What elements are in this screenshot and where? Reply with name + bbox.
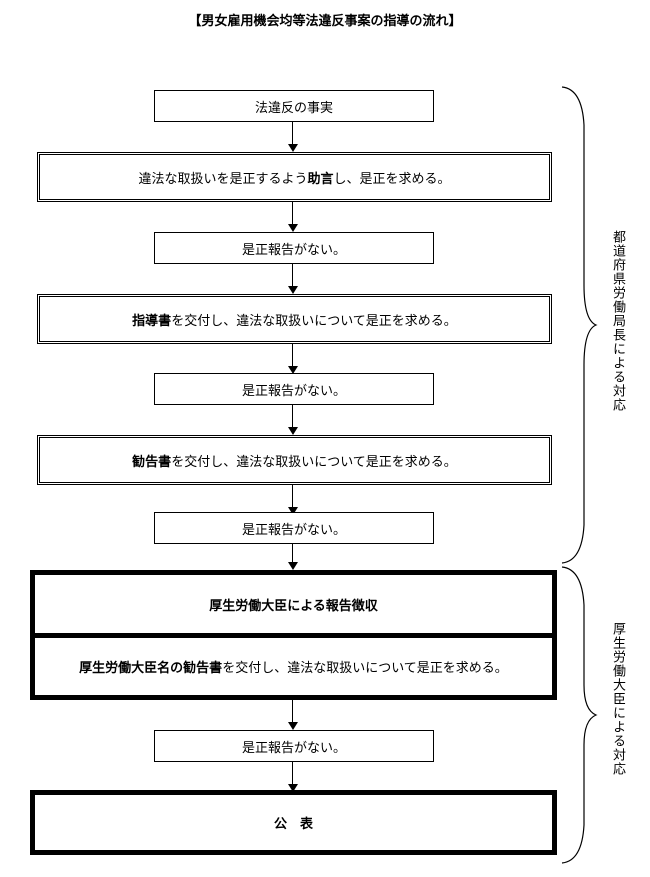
step-advice-label: 違法な取扱いを是正するよう助言し、是正を求める。: [138, 168, 450, 187]
side-label-minister: 厚生労働大臣による対応: [610, 622, 625, 776]
connector-line: [292, 544, 293, 562]
step-no-report-1: 是正報告がない。: [154, 232, 434, 264]
arrow-down: [288, 722, 298, 730]
arrow-down: [288, 562, 298, 570]
connector-line: [292, 264, 293, 286]
step-minister-recommendation: 厚生労働大臣名の勧告書を交付し、違法な取扱いについて是正を求める。: [30, 633, 557, 700]
connector-line: [292, 202, 293, 224]
connector-line: [292, 122, 293, 144]
step-minister-report-collection: 厚生労働大臣による報告徴収: [30, 570, 557, 638]
step-no-report-3: 是正報告がない。: [154, 512, 434, 544]
step-violation-fact-label: 法違反の事実: [254, 100, 333, 116]
step-recommendation-document-label: 勧告書を交付し、違法な取扱いについて是正を求める。: [132, 451, 457, 470]
step-no-report-1-label: 是正報告がない。: [241, 242, 346, 258]
arrow-down: [288, 427, 298, 435]
step-publication-label: 公 表: [273, 817, 313, 832]
step-no-report-4: 是正報告がない。: [154, 730, 434, 762]
step-recommendation-document-text-post: を交付し、違法な取扱いについて是正を求める。: [171, 454, 457, 470]
brace-minister: [561, 566, 598, 864]
arrow-down: [288, 144, 298, 152]
connector-line: [292, 762, 293, 784]
step-advice-text-bold: 助言: [307, 171, 334, 187]
step-guidance-document-text-post: を交付し、違法な取扱いについて是正を求める。: [171, 313, 457, 329]
step-guidance-document-label: 指導書を交付し、違法な取扱いについて是正を求める。: [132, 310, 457, 329]
step-no-report-4-label: 是正報告がない。: [241, 740, 346, 756]
step-violation-fact: 法違反の事実: [154, 90, 434, 122]
step-minister-recommendation-label: 厚生労働大臣名の勧告書を交付し、違法な取扱いについて是正を求める。: [79, 657, 508, 676]
arrow-down: [288, 286, 298, 294]
step-guidance-document: 指導書を交付し、違法な取扱いについて是正を求める。: [37, 294, 552, 344]
connector-line: [292, 344, 293, 366]
step-guidance-document-text-bold: 指導書: [132, 313, 172, 329]
brace-prefecture: [561, 86, 598, 564]
connector-line: [292, 700, 293, 722]
step-minister-report-collection-label: 厚生労働大臣による報告徴収: [209, 598, 378, 614]
step-minister-recommendation-text-post: を交付し、違法な取扱いについて是正を求める。: [222, 661, 508, 676]
step-no-report-3-label: 是正報告がない。: [241, 522, 346, 538]
arrow-down: [288, 366, 298, 374]
arrow-down: [288, 224, 298, 232]
step-no-report-2-label: 是正報告がない。: [241, 383, 346, 399]
diagram-title: 【男女雇用機会均等法違反事案の指導の流れ】: [188, 14, 462, 29]
step-advice-text-pre: 違法な取扱いを是正するよう: [138, 171, 308, 187]
side-label-prefecture: 都道府県労働局長による対応: [610, 230, 625, 412]
step-minister-recommendation-text-bold: 厚生労働大臣名の勧告書: [79, 661, 223, 676]
connector-line: [292, 485, 293, 507]
step-advice: 違法な取扱いを是正するよう助言し、是正を求める。: [37, 152, 552, 202]
step-recommendation-document: 勧告書を交付し、違法な取扱いについて是正を求める。: [37, 435, 552, 485]
step-advice-text-post: し、是正を求める。: [333, 171, 451, 187]
step-publication: 公 表: [30, 790, 557, 855]
arrow-down: [288, 784, 298, 792]
connector-line: [292, 405, 293, 427]
arrow-down: [288, 507, 298, 515]
step-recommendation-document-text-bold: 勧告書: [132, 454, 172, 470]
step-no-report-2: 是正報告がない。: [154, 373, 434, 405]
